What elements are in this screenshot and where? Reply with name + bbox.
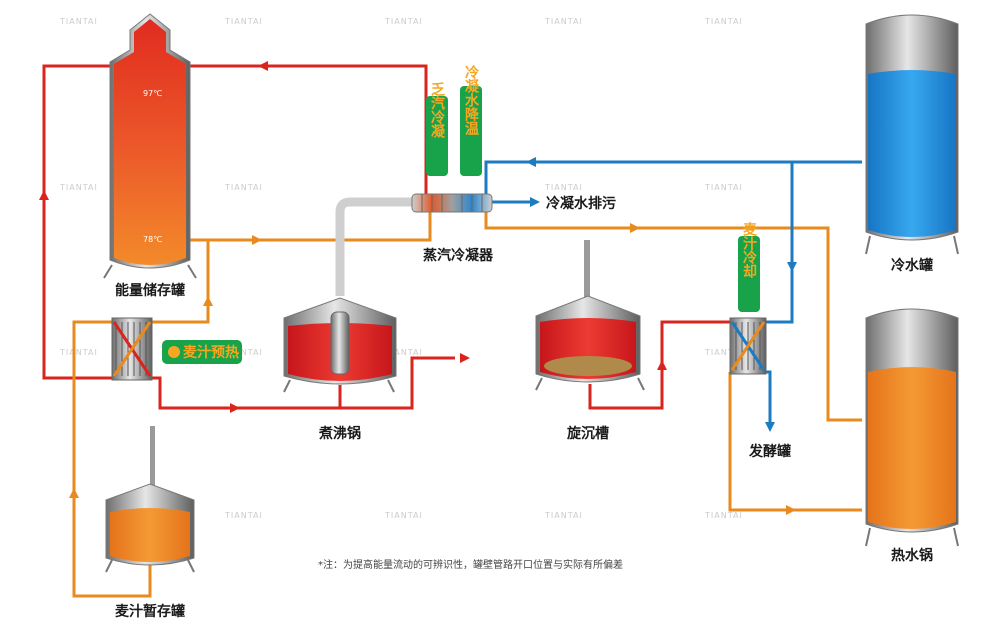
- energy-storage-label: 能量储存罐: [115, 282, 185, 299]
- cold-water-label: 冷水罐: [891, 257, 933, 274]
- wort-preheat-exchanger: [111, 317, 153, 381]
- wort-pipe-to-whirlpool: [152, 356, 455, 410]
- warm-pipe-from-buffer: [72, 320, 152, 598]
- footnote: *注：为提高能量流动的可辨识性，罐壁管路开口位置与实际有所偏差: [318, 558, 623, 571]
- wort-buffer-tank: 麦汁暂存罐: [105, 426, 195, 620]
- warm-pipe-condenser-return: [190, 210, 432, 242]
- thermo-icon: [168, 346, 180, 358]
- watermark-text: TIANTAI: [59, 17, 98, 26]
- flow-arrows: [39, 61, 797, 515]
- arrow-right-icon: [252, 235, 262, 245]
- arrow-right-icon: [630, 223, 640, 233]
- watermark-text: TIANTAI: [384, 511, 423, 520]
- watermark-text: TIANTAI: [384, 348, 423, 357]
- condensate-cooling-text: 冷凝水降温: [463, 64, 479, 135]
- hot-pipe-top-loop: [190, 64, 428, 196]
- whirlpool-tank: 旋沉槽: [535, 295, 645, 442]
- wort-cooling-text: 麦汁冷却: [741, 221, 757, 279]
- warm-pipe-to-hot-water: [484, 208, 862, 422]
- watermark-text: TIANTAI: [224, 511, 263, 520]
- arrow-right-icon: [460, 353, 470, 363]
- steam-condenser: 蒸汽冷凝器: [411, 193, 494, 264]
- wort-buffer-label: 麦汁暂存罐: [115, 603, 185, 620]
- pipe-network: [42, 64, 862, 598]
- arrow-right-icon: [786, 505, 796, 515]
- watermark-text: TIANTAI: [544, 183, 583, 192]
- watermark-text: TIANTAI: [59, 348, 98, 357]
- warm-pipe-cooler-return: [728, 372, 862, 512]
- wort-preheat-tag: 麦汁预热: [162, 340, 242, 364]
- arrow-left-icon: [258, 61, 268, 71]
- watermark-text: TIANTAI: [224, 183, 263, 192]
- arrow-right-icon: [530, 197, 540, 207]
- wort-preheat-text: 麦汁预热: [183, 344, 239, 361]
- watermark-text: TIANTAI: [59, 183, 98, 192]
- arrow-up-icon: [69, 488, 79, 498]
- hot-water-label: 热水锅: [891, 547, 933, 564]
- wort-pipe-to-cooler: [588, 320, 730, 410]
- storage-temp-top: 97℃: [143, 89, 162, 98]
- storage-temp-bottom: 78℃: [143, 235, 162, 244]
- cold-water-tank: 冷水罐: [865, 14, 959, 274]
- arrow-up-icon: [39, 190, 49, 200]
- watermark-text: TIANTAI: [704, 17, 743, 26]
- watermark-text: TIANTAI: [544, 17, 583, 26]
- cold-pipe-to-fermenter: [766, 370, 772, 426]
- arrow-left-icon: [526, 157, 536, 167]
- arrow-right-icon: [230, 403, 240, 413]
- arrow-down-icon: [787, 262, 797, 272]
- watermark-text: TIANTAI: [704, 511, 743, 520]
- energy-storage-tank: 97℃ 78℃ 能量储存罐: [103, 13, 197, 299]
- warm-pipe-to-preheat: [152, 240, 210, 324]
- condensate-drain-label: 冷凝水排污: [546, 195, 616, 212]
- boil-kettle-label: 煮沸锅: [318, 425, 361, 442]
- hot-water-tank: 热水锅: [865, 308, 959, 564]
- watermark-text: TIANTAI: [384, 17, 423, 26]
- watermark-text: TIANTAI: [704, 183, 743, 192]
- arrow-down-icon: [765, 422, 775, 432]
- arrow-up-icon: [657, 360, 667, 370]
- fermenter-label: 发酵罐: [748, 443, 791, 460]
- steam-pipe: [335, 197, 412, 296]
- steam-condense-text: 乏汽冷凝: [429, 82, 445, 139]
- arrow-up-icon: [203, 296, 213, 306]
- wort-cooler-exchanger: [729, 317, 767, 375]
- watermark-text: TIANTAI: [544, 511, 583, 520]
- cold-pipe-to-condenser: [484, 160, 862, 196]
- condenser-label: 蒸汽冷凝器: [423, 247, 494, 264]
- wort-cooling-tag: 麦汁冷却: [738, 221, 760, 312]
- watermark-text: TIANTAI: [224, 348, 263, 357]
- boil-kettle: 煮沸锅: [283, 297, 397, 442]
- steam-condense-tag: 乏汽冷凝: [426, 82, 448, 176]
- whirlpool-label: 旋沉槽: [566, 425, 609, 442]
- cold-pipe-to-cooler: [766, 162, 794, 324]
- watermark-text: TIANTAI: [704, 348, 743, 357]
- condensate-cooling-tag: 冷凝水降温: [460, 64, 482, 176]
- hot-pipe-left-loop: [42, 64, 115, 380]
- watermark-text: TIANTAI: [224, 17, 263, 26]
- whirlpool-vent: [584, 240, 590, 302]
